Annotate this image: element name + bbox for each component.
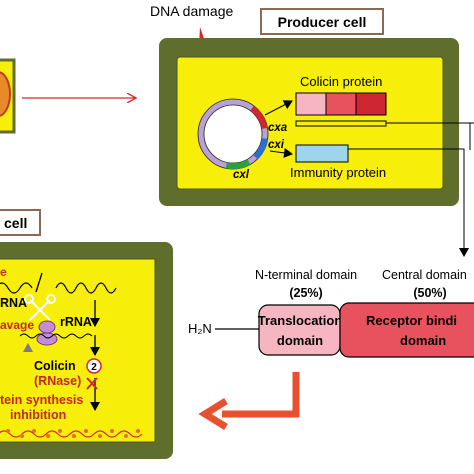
scissors-icon [24,294,56,321]
gene-cxa-label: cxa [268,122,288,134]
colicin-expression-arrow [264,100,293,116]
gene-cxi-segment [253,137,268,160]
immunity-protein-label: Immunity protein [290,165,386,180]
colicin-protein-bar [295,92,387,116]
target-cell-title: cell [4,215,27,231]
receptor-label-1: Receptor bindi [366,313,457,328]
central-domain-label: Central domain [382,268,467,282]
producer-cell-title: Producer cell [278,14,367,30]
translocation-label-1: Translocation [258,313,343,328]
receptor-label-2: domain [400,333,446,348]
dna-wave-2 [55,282,117,294]
translocation-label-2: domain [277,333,323,348]
colicin-label: Colicin [34,359,76,373]
receptor-binding-domain [339,302,474,358]
slash-mark [35,272,43,293]
rna-fragments [6,429,140,438]
rna-fragment-label: RNA [0,296,27,310]
central-domain-percent: (50%) [413,286,446,300]
translocation-to-target-arrow [198,372,300,430]
immunity-expression-arrow [269,147,293,158]
target-cell-title-box [0,209,41,236]
immunity-connector [348,148,469,257]
colicin-bracket [295,120,387,127]
producer-cell-title-box [260,8,384,35]
step-number: 2 [91,362,97,373]
immunity-protein-bar [295,144,349,163]
gene-cxl-segment [225,159,251,170]
n-terminal-label: N-terminal domain [255,268,357,282]
cleavage-label: avage [0,318,34,332]
plasmid [197,98,269,170]
block-x-icon [86,377,98,390]
dna-wave-1 [0,282,33,294]
gene-cxi-label: cxi [268,139,285,151]
step-badge [86,358,102,374]
e-fragment-label: e [0,265,7,279]
synthesis-label: tein synthesis [0,393,83,407]
colicin-protein-label: Colicin protein [300,74,382,89]
h2n-label: H₂N [188,321,212,336]
rrna-label: rRNA [60,315,92,329]
dna-damage-label: DNA damage [150,3,233,19]
n-terminal-percent: (25%) [289,286,322,300]
colicin-triangle-icon [23,343,33,352]
inhibition-label: inhibition [10,408,66,422]
gene-cxl-label: cxl [233,169,250,181]
gene-cxa-segment [250,105,268,130]
mrna-strand [19,333,93,339]
partial-cell-top-left [0,58,16,134]
rnase-label: (RNase) [34,374,81,388]
